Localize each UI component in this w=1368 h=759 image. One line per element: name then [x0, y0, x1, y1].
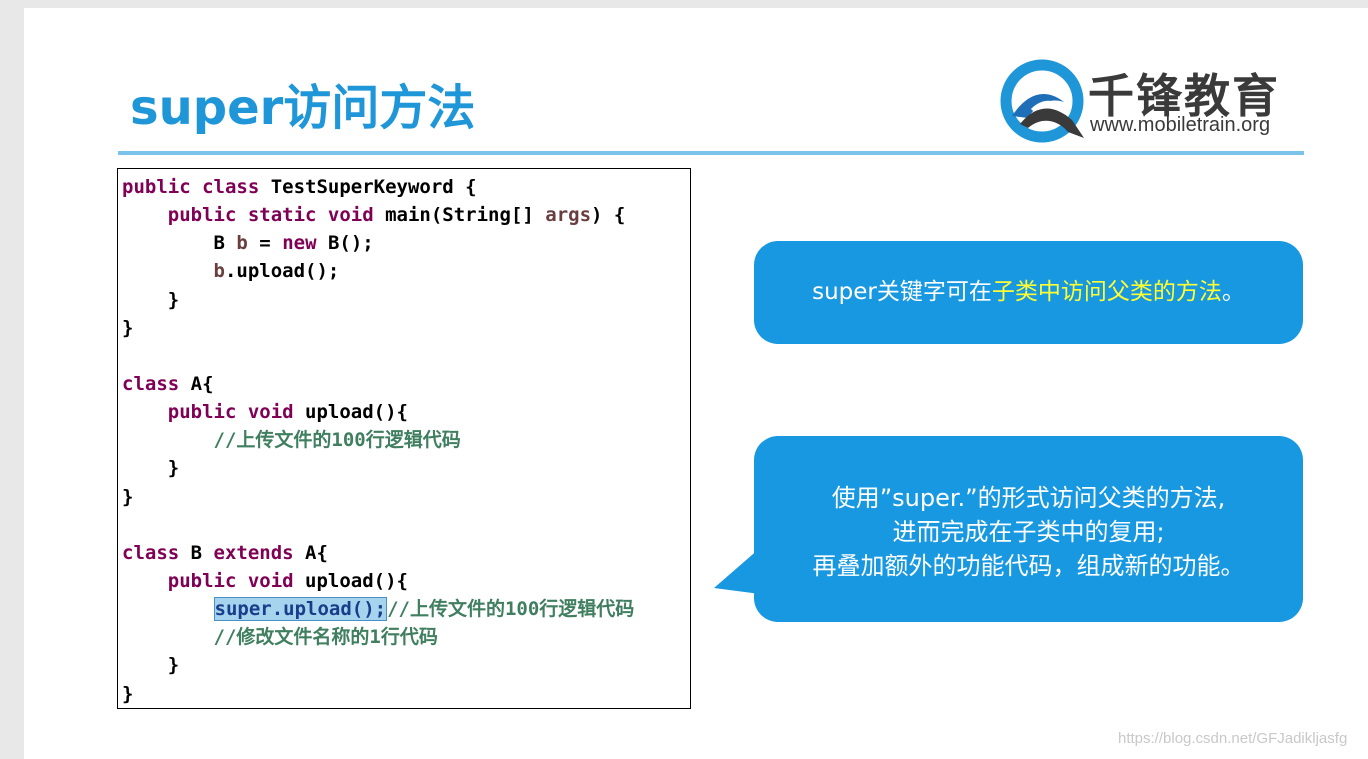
code-indent — [122, 429, 214, 451]
code-text: = — [247, 232, 283, 255]
code-indent — [122, 401, 168, 423]
code-text: upload(){ — [305, 401, 408, 424]
slide: super访问方法 千锋教育 www.mobiletrain.org publi… — [24, 8, 1368, 759]
logo-mark-icon — [1000, 59, 1084, 143]
code-line: //上传文件的100行逻辑代码 — [122, 426, 690, 454]
code-text: A{ — [305, 541, 328, 564]
code-keyword: class — [122, 541, 191, 564]
code-indent — [122, 204, 168, 226]
code-text: } — [122, 316, 134, 339]
callout-line: 使用”super.”的形式访问父类的方法, — [831, 484, 1226, 512]
code-text: } — [122, 485, 134, 508]
code-text: A{ — [190, 372, 214, 395]
code-keyword: new — [282, 232, 328, 255]
code-block: public class TestSuperKeyword { public s… — [117, 168, 691, 709]
code-text: .upload(); — [224, 260, 340, 283]
code-text: } — [167, 288, 180, 311]
code-keyword: public static void — [167, 204, 386, 227]
logo-url: www.mobiletrain.org — [1090, 114, 1271, 136]
code-text: B — [213, 232, 237, 255]
code-text: main(String[] — [385, 204, 546, 227]
code-keyword: public void — [167, 569, 306, 592]
callout-usage-explanation: 使用”super.”的形式访问父类的方法, 进而完成在子类中的复用; 再叠加额外… — [754, 436, 1303, 622]
code-line: class B extends A{ — [122, 539, 690, 567]
code-keyword: public class — [122, 176, 271, 198]
code-indent — [122, 570, 168, 592]
callout-keyword-explanation: super关键字可在子类中访问父类的方法。 — [754, 241, 1303, 344]
code-text: } — [122, 682, 134, 705]
code-line: } — [122, 651, 690, 679]
code-variable: b — [236, 232, 248, 255]
code-line: public static void main(String[] args) { — [122, 201, 690, 229]
code-text: } — [167, 457, 180, 480]
code-line: B b = new B(); — [122, 229, 690, 257]
code-keyword: public void — [167, 401, 306, 424]
code-text: B — [190, 541, 214, 564]
code-comment: //上传文件的100行逻辑代码 — [213, 429, 461, 452]
code-line: b.upload(); — [122, 257, 690, 285]
code-keyword: extends — [213, 541, 306, 564]
code-text: TestSuperKeyword { — [270, 176, 477, 198]
title-divider — [118, 151, 1304, 155]
code-line: } — [122, 454, 690, 482]
code-line: class A{ — [122, 370, 690, 398]
code-line: } — [122, 314, 690, 342]
code-line-blank — [122, 342, 690, 370]
code-line: public void upload(){ — [122, 567, 690, 595]
code-line: } — [122, 483, 690, 511]
code-highlight: super.upload(); — [213, 597, 388, 622]
code-line: super.upload();//上传文件的100行逻辑代码 — [122, 595, 690, 623]
slide-title: super访问方法 — [130, 80, 476, 136]
code-line-blank — [122, 511, 690, 539]
code-indent — [122, 654, 168, 676]
code-text: upload(){ — [305, 569, 408, 592]
callout-pointer — [714, 548, 760, 594]
code-text: ) { — [591, 204, 626, 227]
code-comment: //修改文件名称的1行代码 — [213, 626, 438, 649]
code-variable: b — [213, 260, 225, 283]
code-line: public class TestSuperKeyword { — [122, 173, 690, 201]
callout-line: 再叠加额外的功能代码，组成新的功能。 — [812, 552, 1245, 580]
code-indent — [122, 626, 214, 648]
callout-emphasis: 子类中访问父类的方法 — [991, 279, 1222, 305]
code-keyword: class — [122, 372, 191, 395]
callout-text: 。 — [1221, 279, 1245, 305]
code-indent — [122, 457, 168, 479]
code-indent — [122, 598, 214, 620]
callout-line: 进而完成在子类中的复用; — [892, 518, 1165, 546]
logo-name: 千锋教育 — [1088, 69, 1280, 123]
code-indent — [122, 260, 214, 282]
code-line: } — [122, 286, 690, 314]
callout-text: super关键字可在 — [812, 279, 992, 305]
code-indent — [122, 232, 214, 254]
code-text: } — [167, 654, 180, 677]
code-line: } — [122, 680, 690, 708]
code-text: B(); — [327, 232, 374, 255]
watermark: https://blog.csdn.net/GFJadikljasfg — [1118, 730, 1348, 747]
logo: 千锋教育 www.mobiletrain.org — [998, 56, 1308, 146]
code-line: public void upload(){ — [122, 398, 690, 426]
code-indent — [122, 289, 168, 311]
code-param: args — [545, 204, 592, 227]
code-comment: //上传文件的100行逻辑代码 — [387, 598, 635, 621]
code-line: //修改文件名称的1行代码 — [122, 623, 690, 651]
